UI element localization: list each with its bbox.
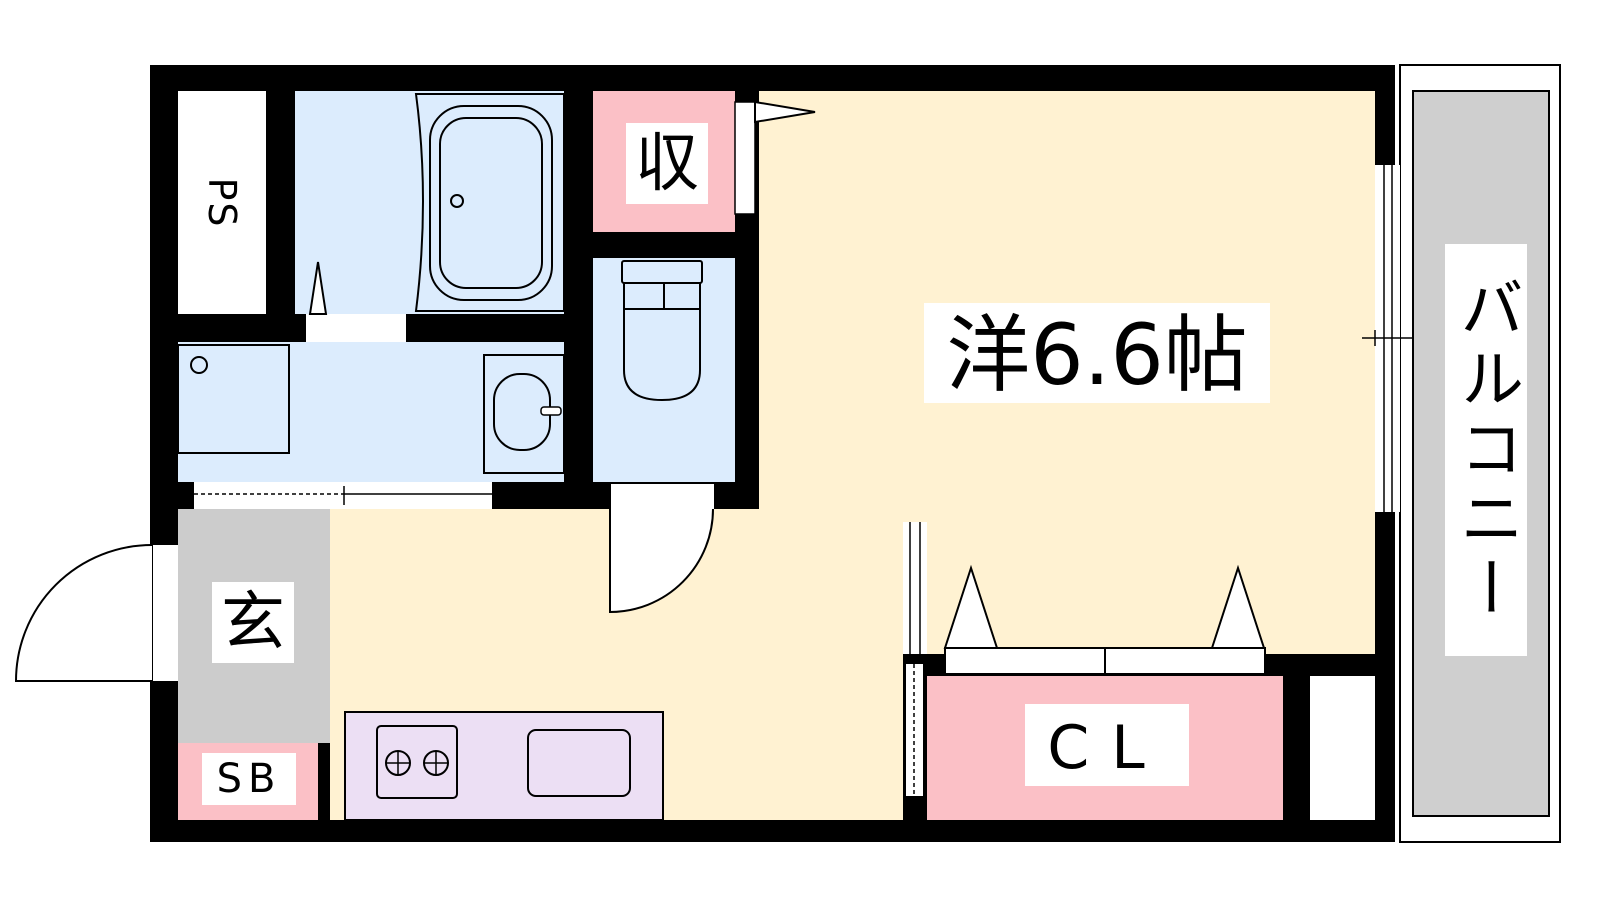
main-room-label: 洋6.6帖 xyxy=(924,303,1270,404)
bathroom-door xyxy=(306,314,406,342)
washbasin-icon xyxy=(483,354,565,474)
closet-side-opening xyxy=(906,664,923,796)
balcony-text: バルコニー xyxy=(1449,275,1523,625)
pipe-space-text: PS xyxy=(200,177,244,228)
washroom xyxy=(178,342,564,482)
closet-label: CL xyxy=(1025,704,1189,786)
washroom-door xyxy=(194,482,492,509)
sink-icon xyxy=(527,729,631,797)
main-room-floor-lower xyxy=(927,480,1375,654)
shoe-box-text: SB xyxy=(217,756,282,802)
entrance-text: 玄 xyxy=(221,586,285,660)
pipe-space-label: PS xyxy=(200,177,244,228)
shoe-box-label: SB xyxy=(202,753,296,805)
entrance-door xyxy=(14,544,178,682)
storage-label: 収 xyxy=(626,123,708,204)
toilet-door xyxy=(609,484,714,614)
toilet-icon xyxy=(621,260,703,402)
balcony-window xyxy=(1362,165,1414,512)
washing-machine-pan-icon xyxy=(177,344,290,454)
main-room-text: 洋6.6帖 xyxy=(946,306,1248,404)
utility-space xyxy=(1310,676,1375,820)
room-side-opening xyxy=(903,522,927,654)
pipe-space xyxy=(178,91,266,314)
kitchen-counter xyxy=(344,711,664,821)
storage-text: 収 xyxy=(635,127,699,201)
bathroom-door-swing xyxy=(308,261,328,315)
closet-doors xyxy=(943,564,1266,675)
bathtub-icon xyxy=(414,93,565,312)
storage-door xyxy=(734,101,756,215)
storage-door-swing xyxy=(754,100,816,124)
closet-text: CL xyxy=(1047,713,1166,783)
entrance-label: 玄 xyxy=(212,582,294,663)
balcony-label: バルコニー xyxy=(1445,244,1527,656)
stove-icon xyxy=(376,725,458,799)
